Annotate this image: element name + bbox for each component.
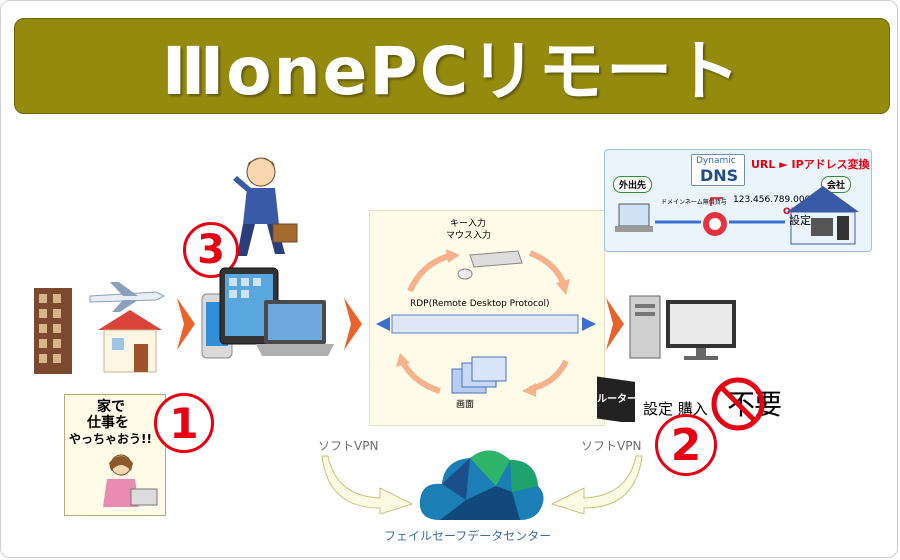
origin-locations-illustration xyxy=(34,282,166,374)
card-line-1: 家で xyxy=(97,399,125,415)
woman-at-laptop-icon xyxy=(103,454,158,507)
outside-location-badge: 外出先 xyxy=(613,176,653,193)
outside-pc-icon xyxy=(615,203,653,232)
domain-lending-label: ドメインネーム無償貸与 xyxy=(661,199,727,206)
screen-label: 画面 xyxy=(456,400,475,410)
office-building-icon xyxy=(34,288,72,374)
host-pc-illustration xyxy=(629,295,736,360)
flow-arrow-2 xyxy=(344,298,362,350)
failsafe-datacenter-label: フェイルセーフデータセンター xyxy=(384,529,552,543)
keyboard-mouse-icon xyxy=(457,250,523,280)
airplane-icon xyxy=(89,282,166,312)
dns-dynamic-label: Dynamic xyxy=(696,156,736,166)
url-ip-conversion-label: URL ► IPアドレス変換 xyxy=(751,158,870,171)
company-badge: 会社 xyxy=(821,176,852,193)
page-title: ⅢonePCリモート xyxy=(161,33,743,110)
step-2-badge: 2 xyxy=(655,414,717,476)
house-icon xyxy=(98,310,162,373)
soft-vpn-right-label: ソフトVPN xyxy=(581,439,642,453)
dynamic-dns-panel: Dynamic DNS URL ► IPアドレス変換 外出先 会社 ドメインネー… xyxy=(604,149,872,252)
dns-flow-graphic xyxy=(615,186,859,245)
laptop-icon xyxy=(256,300,334,356)
mouse-input-label: マウス入力 xyxy=(446,231,492,241)
screen-windows-icon xyxy=(451,356,507,394)
rdp-flow-graphic xyxy=(376,249,596,397)
ip-address-label: 123.456.789.000 xyxy=(733,195,811,205)
rdp-pipe xyxy=(376,314,596,334)
rdp-protocol-label: RDP(Remote Desktop Protocol) xyxy=(410,299,550,309)
title-banner: ⅢonePCリモート xyxy=(14,18,890,114)
vpn-arrow-left-icon xyxy=(321,455,414,514)
businessman-illustration xyxy=(233,157,298,256)
prohibited-icon xyxy=(711,377,765,431)
pc-tower-icon xyxy=(629,295,661,359)
company-building-icon xyxy=(787,186,859,245)
monitor-icon xyxy=(666,300,736,360)
vpn-arrow-right-icon xyxy=(550,455,643,514)
dns-logo: Dynamic DNS xyxy=(691,154,745,186)
dns-label: DNS xyxy=(700,166,739,185)
flow-arrow-3 xyxy=(606,298,624,350)
rdp-diagram-panel: キー入力 マウス入力 RDP(Remote Desktop Protocol) … xyxy=(369,210,605,426)
router-illustration xyxy=(597,376,635,422)
setting-purchase-label: 設定 購入 xyxy=(643,400,708,418)
soft-vpn-left-label: ソフトVPN xyxy=(318,439,379,453)
flow-arrow-1 xyxy=(177,298,195,350)
step-1-badge: 1 xyxy=(154,393,214,453)
card-line-3: やっちゃおう!! xyxy=(69,432,152,446)
router-tag: ルーター xyxy=(597,394,637,405)
card-line-2: 仕事を xyxy=(87,415,129,431)
work-from-home-card: 家で 仕事を やっちゃおう!! xyxy=(64,394,166,516)
client-devices-illustration xyxy=(201,267,334,359)
datacenter-cloud-icon xyxy=(419,450,544,520)
dns-setting-label: 設定 xyxy=(789,214,811,227)
key-input-label: キー入力 xyxy=(450,219,487,229)
dns-server-icon xyxy=(703,212,727,236)
